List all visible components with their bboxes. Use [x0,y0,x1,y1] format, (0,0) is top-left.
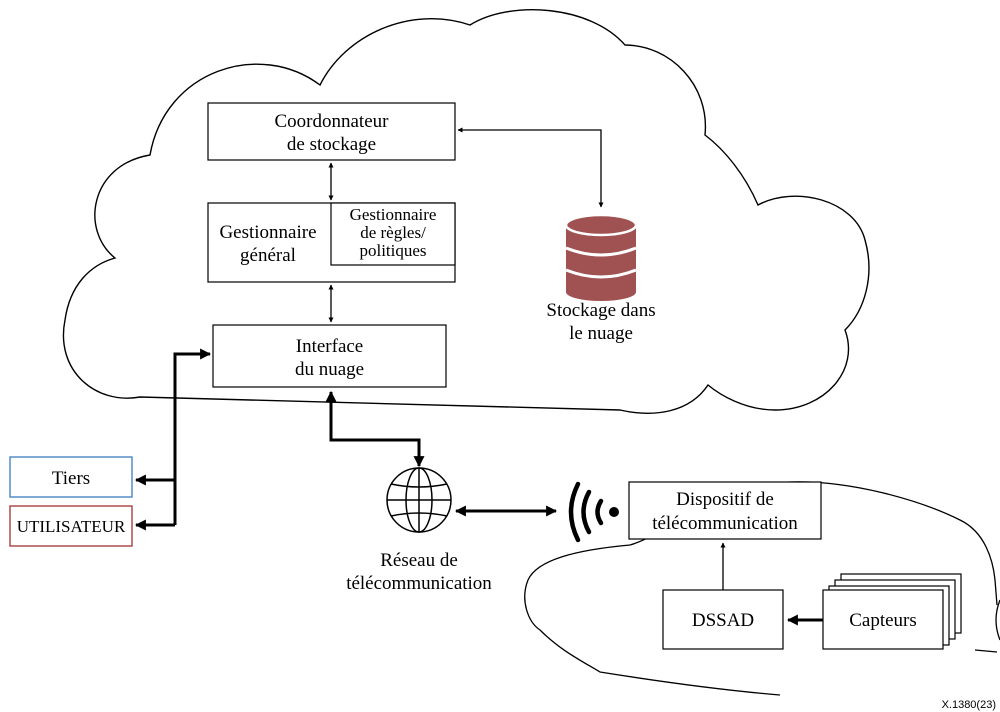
database-icon [564,213,638,301]
dssad-box: DSSAD [662,589,784,650]
vehicle-lower-line [539,629,781,696]
storage-coordinator-label-2: de stockage [287,134,376,155]
general-manager-label-1: Gestionnaire [219,222,316,243]
user-label: UTILISATEUR [17,517,126,536]
cloud-interface-box: Interface du nuage [212,324,447,388]
cloud-outline [62,9,870,414]
storage-coordinator-label-1: Coordonnateur [275,111,390,132]
general-manager-label-2: général [240,245,296,266]
wireless-signal-icon [568,481,619,543]
telecom-device-label-2: télécommunication [652,513,798,534]
rules-manager-label-2: de règles/ [360,223,426,242]
cloud-interface-label-2: du nuage [295,359,364,380]
coordinator-storage-arrow [457,127,604,208]
third-party-box: Tiers [9,456,133,498]
telecom-device-box: Dispositif de télécommunication [628,481,822,540]
third-party-label: Tiers [52,468,90,489]
dssad-label: DSSAD [692,610,754,631]
globe-icon [386,467,452,533]
rules-manager-label-1: Gestionnaire [350,205,437,224]
cloud-storage-label-1: Stockage dans [546,300,655,321]
storage-coordinator-box: Coordonnateur de stockage [207,102,456,161]
rules-manager-label-3: politiques [359,241,426,260]
user-box: UTILISATEUR [9,505,133,547]
network-label-2: télécommunication [346,573,492,594]
network-label-1: Réseau de [380,550,458,571]
figure-id: X.1380(23) [942,699,996,711]
vehicle-rear-line [974,649,998,653]
interface-network-arrow [325,390,425,468]
cloud-storage-label-2: le nuage [569,323,633,344]
sensors-label: Capteurs [849,610,917,631]
telecom-device-label-1: Dispositif de [676,489,774,510]
vehicle-wheel-arc [995,599,1000,641]
sensors-stack: Capteurs [822,573,962,650]
cloud-interface-label-1: Interface [296,336,364,357]
interface-link-line [173,348,212,525]
rules-manager-box: Gestionnaire de règles/ politiques [330,202,456,266]
